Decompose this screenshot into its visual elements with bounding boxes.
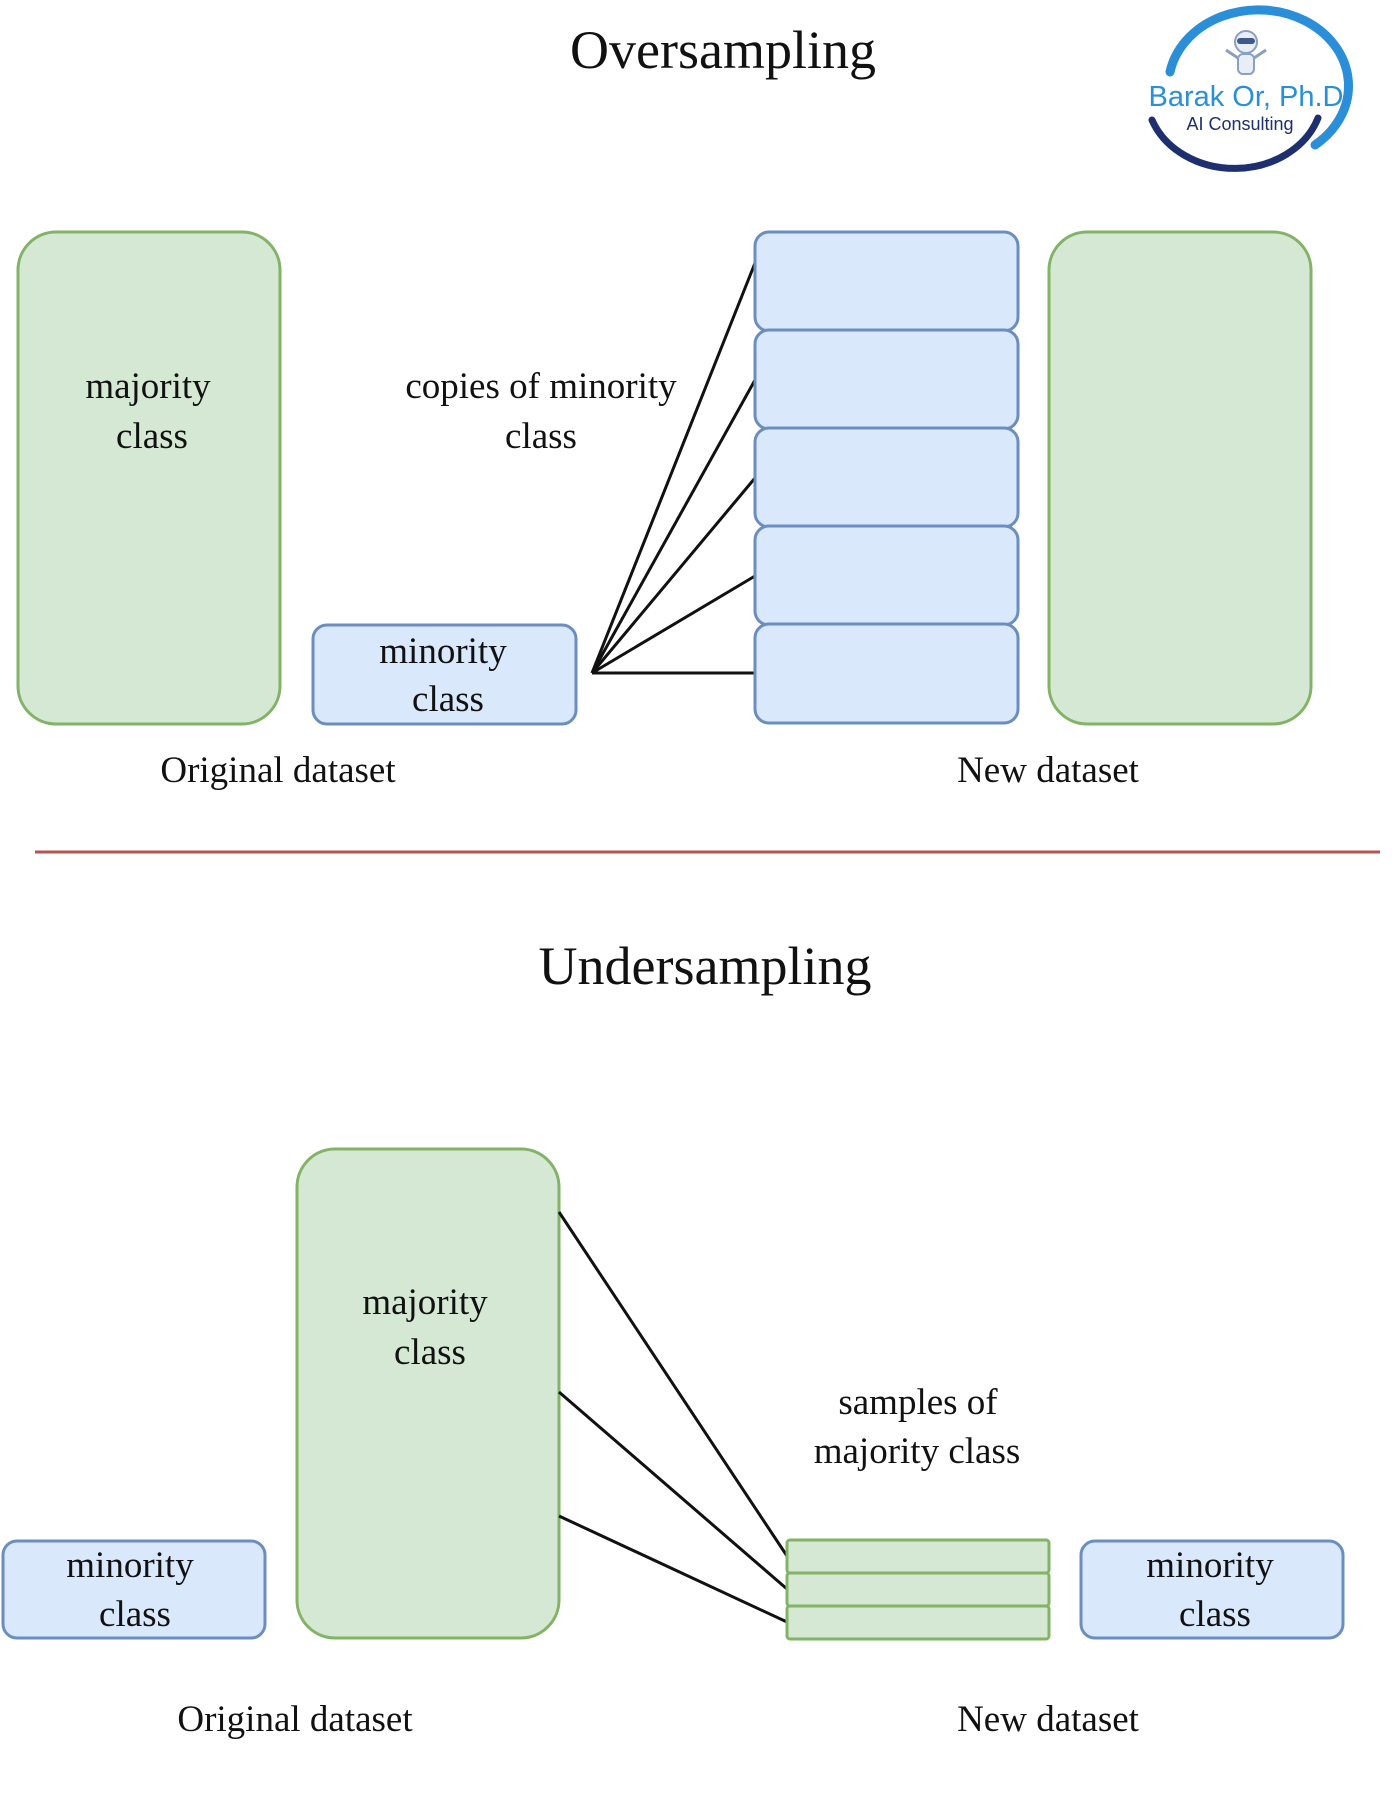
under-majority-label-2: class bbox=[394, 1332, 466, 1373]
over-majority-label-2: class bbox=[116, 416, 188, 457]
minority-copy-5 bbox=[753, 622, 1020, 725]
sample-line-3 bbox=[558, 1514, 788, 1624]
under-majority-label-1: majority bbox=[362, 1282, 488, 1323]
minority-copy-1 bbox=[753, 230, 1020, 333]
over-minority-box bbox=[311, 623, 578, 726]
minority-copy-3 bbox=[753, 426, 1020, 529]
undersampling-title: Undersampling bbox=[539, 936, 872, 996]
copies-label-2: class bbox=[505, 416, 577, 457]
copy-line-1 bbox=[590, 262, 757, 674]
majority-samples-stack bbox=[785, 1538, 1051, 1641]
over-majority-box bbox=[16, 230, 282, 726]
logo-arc-outer bbox=[1165, 5, 1353, 150]
sample-line-2 bbox=[558, 1390, 788, 1591]
oversampling-title: Oversampling bbox=[570, 20, 876, 80]
under-minority-left-label-1: minority bbox=[66, 1545, 194, 1586]
over-new-majority-box bbox=[1047, 230, 1313, 726]
under-minority-right-label-1: minority bbox=[1146, 1545, 1274, 1586]
samples-label-2: majority class bbox=[814, 1431, 1021, 1472]
copy-line-2 bbox=[590, 379, 757, 674]
under-minority-left-label-2: class bbox=[99, 1594, 171, 1635]
copies-label-1: copies of minority bbox=[405, 366, 677, 407]
robot-icon bbox=[1225, 30, 1267, 75]
under-majority-box bbox=[295, 1147, 561, 1640]
copy-line-4 bbox=[591, 574, 756, 675]
copy-line-3 bbox=[590, 477, 757, 674]
under-minority-box-right bbox=[1079, 1539, 1345, 1640]
over-new-caption: New dataset bbox=[957, 750, 1140, 791]
over-majority-label-1: majority bbox=[85, 366, 211, 407]
under-original-caption: Original dataset bbox=[177, 1699, 413, 1740]
under-minority-box-left bbox=[1, 1539, 267, 1640]
minority-copy-4 bbox=[753, 524, 1020, 627]
logo-name: Barak Or, Ph.D bbox=[1148, 81, 1343, 113]
majority-sample-3 bbox=[785, 1604, 1051, 1641]
minority-copies-stack bbox=[753, 230, 1020, 725]
sample-line-1 bbox=[557, 1211, 789, 1557]
logo-arc-inner bbox=[1148, 114, 1322, 172]
logo-subtitle: AI Consulting bbox=[1186, 114, 1293, 134]
sample-connector-lines bbox=[557, 1211, 789, 1624]
minority-copy-2 bbox=[753, 328, 1020, 431]
majority-sample-1 bbox=[785, 1538, 1051, 1575]
over-original-caption: Original dataset bbox=[160, 750, 396, 791]
over-minority-label-1: minority bbox=[379, 631, 507, 672]
under-new-caption: New dataset bbox=[957, 1699, 1140, 1740]
copy-connector-lines bbox=[590, 262, 757, 675]
over-minority-label-2: class bbox=[412, 679, 484, 720]
logo: Barak Or, Ph.D AI Consulting bbox=[1148, 5, 1353, 172]
samples-label-1: samples of bbox=[838, 1382, 998, 1423]
majority-sample-2 bbox=[785, 1571, 1051, 1608]
under-minority-right-label-2: class bbox=[1179, 1594, 1251, 1635]
